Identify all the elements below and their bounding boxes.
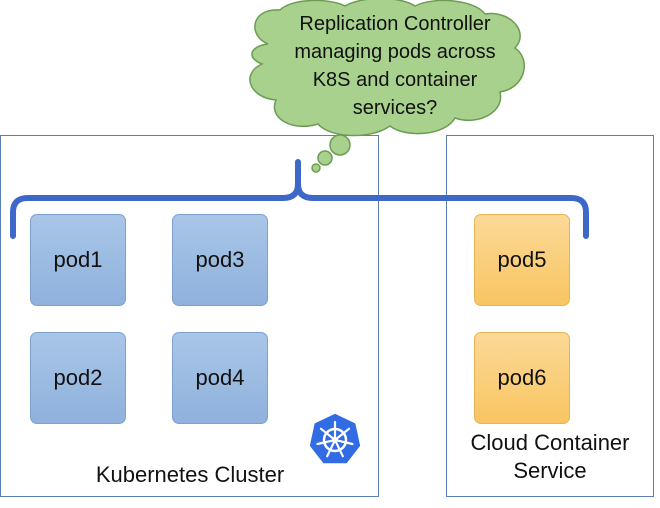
kubernetes-cluster-label: Kubernetes Cluster bbox=[95, 462, 285, 487]
cloud-service-label: Cloud Container Service bbox=[446, 429, 654, 485]
thought-line-4: services? bbox=[352, 97, 438, 119]
thought-dot-small bbox=[311, 163, 321, 173]
thought-cloud bbox=[249, 0, 525, 173]
thought-dot-large bbox=[329, 134, 351, 156]
pod-box-6: pod6 bbox=[474, 332, 570, 424]
kubernetes-cluster-box bbox=[0, 135, 379, 497]
pod-box-2: pod2 bbox=[30, 332, 126, 424]
pod-box-1: pod1 bbox=[30, 214, 126, 306]
kubernetes-helm-icon bbox=[308, 412, 362, 465]
curly-brace bbox=[10, 159, 589, 239]
thought-dot-medium bbox=[317, 150, 333, 166]
thought-line-2: managing pods across bbox=[294, 41, 496, 63]
thought-line-1: Replication Controller bbox=[299, 13, 491, 35]
cloud-service-label-line-2: Service bbox=[513, 458, 587, 483]
pod-box-3: pod3 bbox=[172, 214, 268, 306]
pod-box-5: pod5 bbox=[474, 214, 570, 306]
cloud-service-label-line-1: Cloud Container bbox=[470, 430, 630, 455]
pod-box-4: pod4 bbox=[172, 332, 268, 424]
thought-line-3: K8S and container bbox=[312, 69, 478, 91]
thought-bubble-text: Replication Controller managing pods acr… bbox=[270, 10, 520, 122]
cloud-service-box bbox=[446, 135, 654, 497]
